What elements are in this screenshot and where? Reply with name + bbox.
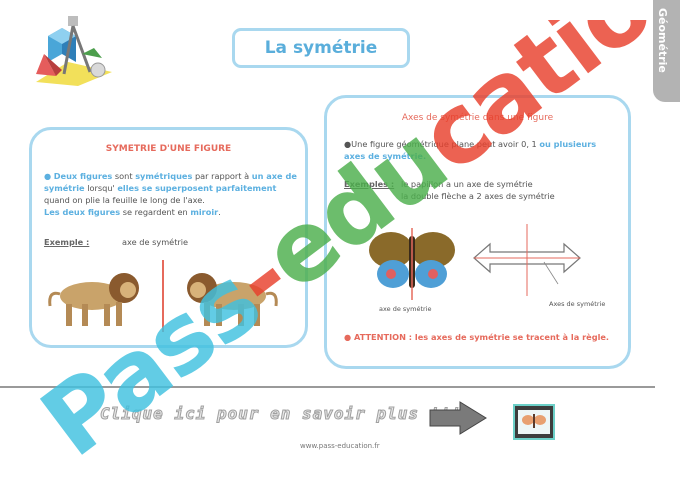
arrow-axis-label: Axes de symétrie — [549, 300, 606, 308]
butterfly-image — [369, 228, 455, 300]
site-url: www.pass-education.fr — [300, 442, 380, 450]
definition-text: ●Une figure géométrique plane peut avoir… — [344, 139, 597, 161]
axes-of-symmetry-panel: Axes de symétrie dans une figure ●Une fi… — [324, 95, 631, 369]
lion-image — [48, 260, 278, 332]
panel-title: SYMETRIE D'UNE FIGURE — [105, 144, 232, 154]
butterfly-axis-label: axe de symétrie — [379, 305, 432, 313]
attention-note: ● ATTENTION : les axes de symétrie se tr… — [344, 332, 610, 342]
double-arrow-image — [473, 224, 581, 296]
axis-label: axe de symétrie — [122, 237, 189, 247]
figure-symmetry-panel: SYMETRIE D'UNE FIGURE ● Deux figures son… — [29, 127, 308, 348]
side-tab-label: Géométrie — [656, 8, 669, 73]
example-butterfly-text: le papillon a un axe de symétrie — [401, 179, 533, 189]
side-tab-geometrie[interactable]: Géométrie — [653, 0, 680, 102]
page-title: La symétrie — [232, 28, 410, 68]
butterfly-icon — [518, 410, 550, 434]
right-arrow-icon[interactable] — [428, 400, 488, 436]
learn-more-link[interactable]: Clique ici pour en savoir plus !!! — [100, 404, 462, 424]
definition-text: ● Deux figures sont symétriques par rapp… — [44, 171, 297, 217]
geometry-shapes-icon — [36, 16, 112, 86]
examples-label: Exemples : — [344, 179, 395, 189]
divider — [0, 386, 655, 388]
panel-title: Axes de symétrie dans une figure — [401, 113, 554, 123]
example-label: Exemple : — [44, 237, 90, 247]
butterfly-thumbnail-icon[interactable] — [513, 404, 555, 440]
example-arrow-text: la double flèche a 2 axes de symétrie — [401, 191, 555, 201]
